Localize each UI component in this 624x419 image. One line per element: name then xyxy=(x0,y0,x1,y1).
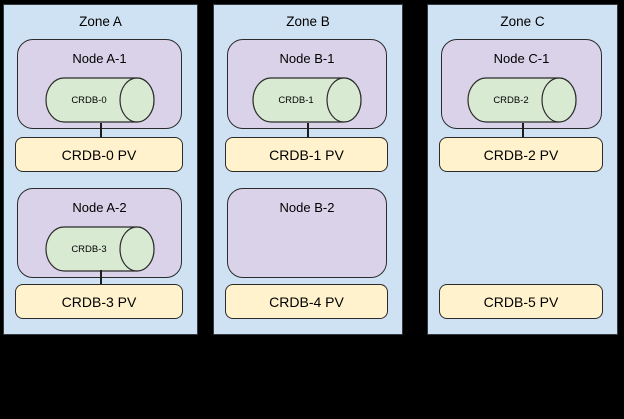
pv-crdb-5: CRDB-5 PV xyxy=(439,284,603,319)
pv-crdb-4: CRDB-4 PV xyxy=(225,284,388,319)
pod-crdb-1-label: CRDB-1 xyxy=(278,95,313,106)
node-a1: Node A-1 CRDB-0 xyxy=(17,39,182,129)
node-c1: Node C-1 CRDB-2 xyxy=(441,39,602,129)
pv-crdb-3: CRDB-3 PV xyxy=(15,284,183,319)
pod-crdb-3-cylinder-icon: CRDB-3 xyxy=(44,226,155,272)
node-b1-title: Node B-1 xyxy=(279,51,335,66)
connector-crdb-0-to-pv xyxy=(99,123,102,138)
zone-c: Zone C Node C-1 CRDB-2 CRDB-2 PV CRDB-5 … xyxy=(427,4,618,335)
pv-crdb-0: CRDB-0 PV xyxy=(15,137,183,172)
node-a2: Node A-2 CRDB-3 xyxy=(17,188,182,278)
connector-crdb-3-to-pv xyxy=(99,270,102,285)
node-a1-title: Node A-1 xyxy=(72,51,127,66)
zone-b-title: Zone B xyxy=(286,14,330,29)
pv-crdb-2: CRDB-2 PV xyxy=(439,137,603,172)
pod-crdb-1-cylinder-icon: CRDB-1 xyxy=(252,77,362,123)
connector-crdb-1-to-pv xyxy=(307,123,309,138)
node-c1-title: Node C-1 xyxy=(493,51,550,66)
pod-crdb-3-label: CRDB-3 xyxy=(71,244,106,255)
zone-c-title: Zone C xyxy=(500,14,545,29)
zone-a-title: Zone A xyxy=(79,14,122,29)
pod-crdb-0-cylinder-icon: CRDB-0 xyxy=(44,77,155,123)
node-b2: Node B-2 xyxy=(227,188,387,278)
pod-crdb-0-label: CRDB-0 xyxy=(71,95,106,106)
node-a2-title: Node A-2 xyxy=(72,200,127,215)
connector-crdb-2-to-pv xyxy=(521,123,524,138)
node-b1: Node B-1 CRDB-1 xyxy=(227,39,387,129)
node-b2-title: Node B-2 xyxy=(279,200,335,215)
pod-crdb-2-cylinder-icon: CRDB-2 xyxy=(466,77,577,123)
zone-b: Zone B Node B-1 CRDB-1 CRDB-1 PV Node B-… xyxy=(213,4,403,335)
pv-crdb-1: CRDB-1 PV xyxy=(225,137,388,172)
pod-crdb-2-label: CRDB-2 xyxy=(493,95,528,106)
zone-a: Zone A Node A-1 CRDB-0 CRDB-0 PV Node A-… xyxy=(3,4,198,335)
